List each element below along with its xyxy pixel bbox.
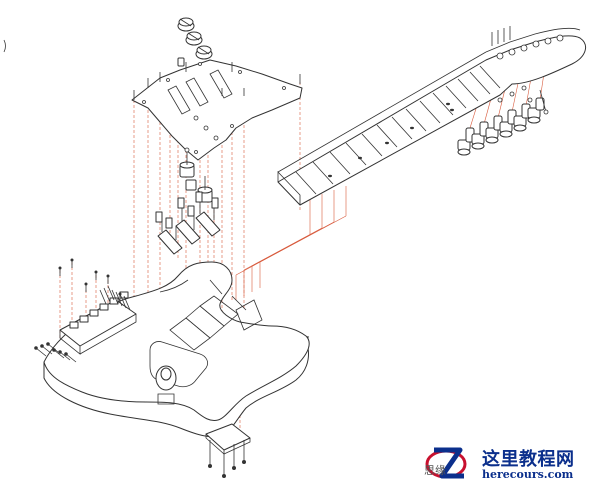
headstock-bushings: [491, 26, 511, 46]
body-cavities: [149, 295, 263, 388]
site-logo-icon: [425, 447, 467, 479]
watermark-site-url: herecours.com: [482, 468, 574, 481]
pickguard-screw-holes: [142, 62, 286, 154]
edge-mark: [3, 39, 6, 53]
pickups: [155, 191, 221, 255]
headstock-string-posts: [496, 34, 564, 60]
guitar-neck: [277, 26, 587, 206]
bridge-mount-screws: [34, 342, 77, 363]
pickguard: [131, 59, 303, 161]
neck-plate: [205, 423, 251, 478]
fret-markers: [328, 102, 454, 178]
pickguard-screws: [133, 62, 301, 100]
tuning-machines: [457, 85, 549, 156]
neck-frets: [295, 65, 501, 195]
neck-plate-screws: [208, 440, 246, 478]
tuner-small-screws: [497, 85, 533, 103]
guitar-body: [43, 261, 310, 438]
control-knobs: [177, 17, 213, 67]
site-watermark: 这里教程网 herecours.com: [424, 442, 594, 484]
bridge-saddles: [69, 291, 129, 329]
pickup-springs: [155, 191, 219, 229]
watermark-site-name: 这里教程网: [482, 449, 575, 470]
pickguard-pickup-cutouts: [167, 69, 233, 115]
tremolo-bridge: [34, 258, 137, 363]
author-signature: 思缘: [424, 464, 446, 477]
output-jack: [155, 365, 177, 405]
saddle-screws: [99, 285, 131, 311]
tremolo-springs-screws: [58, 258, 122, 302]
